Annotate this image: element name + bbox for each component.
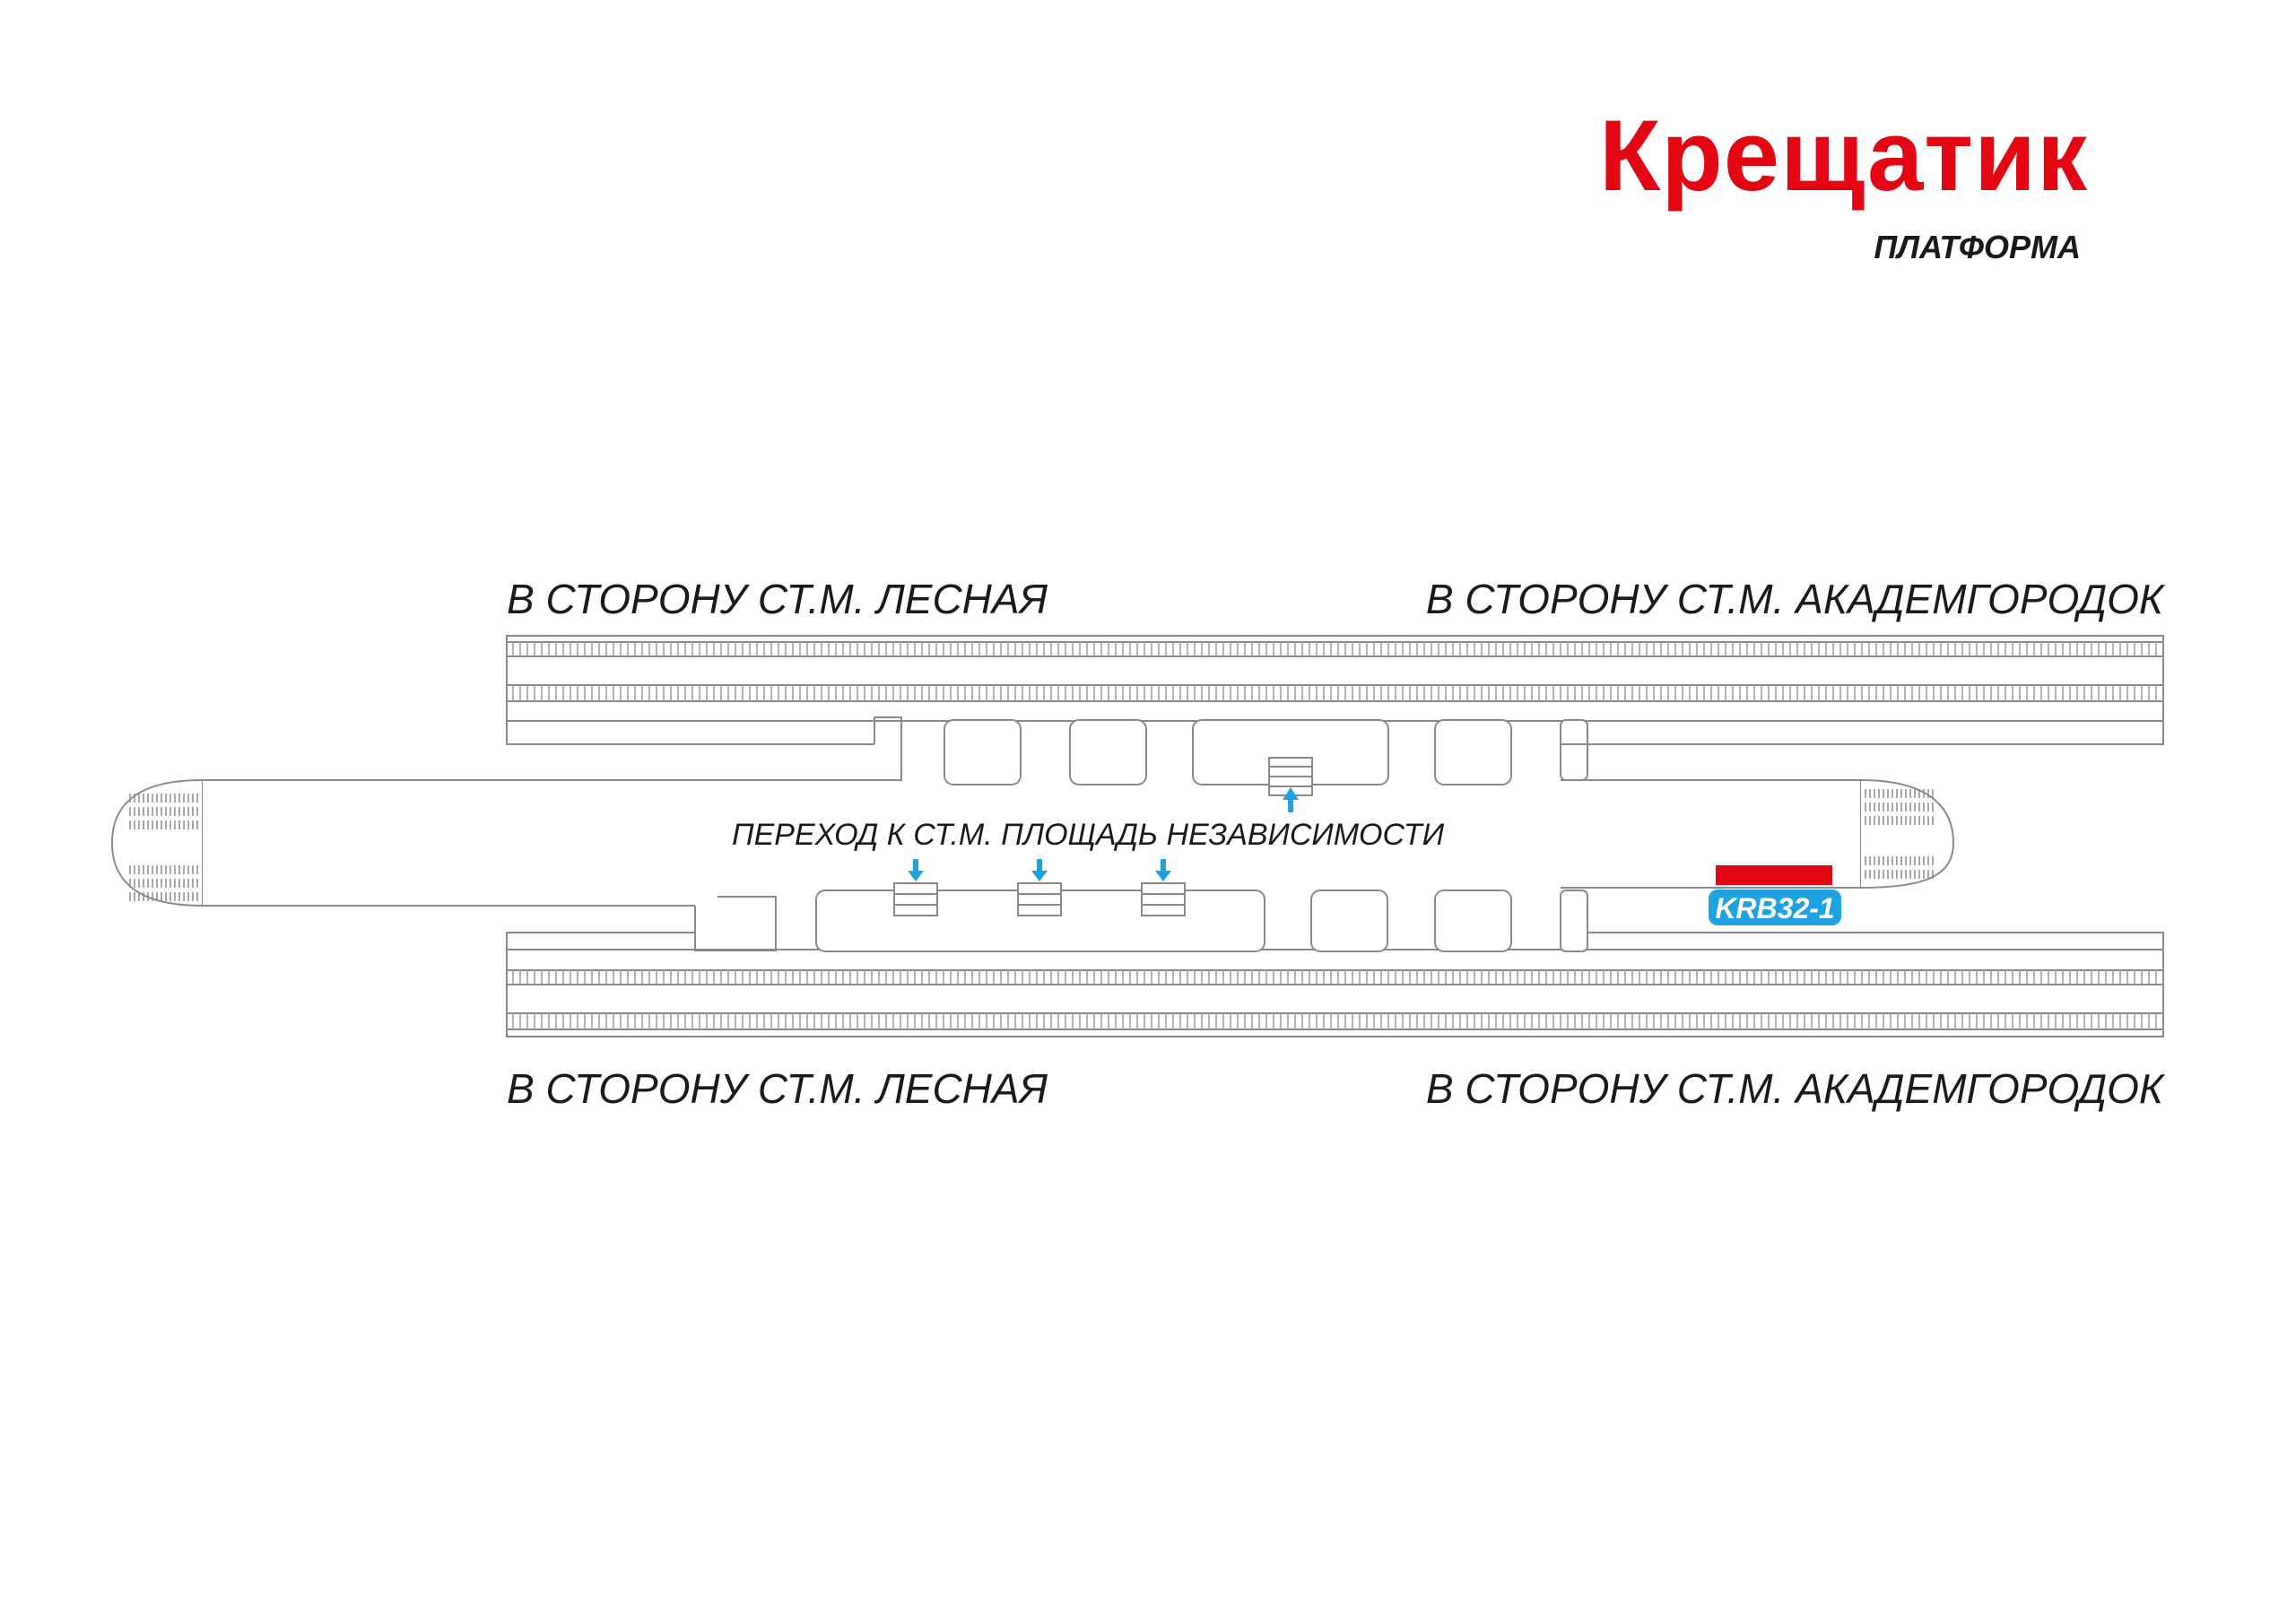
placement-badge[interactable]: KRB32-1 [1709,890,1841,925]
right-escalator [1860,779,1955,889]
transfer-label: ПЕРЕХОД К СТ.М. ПЛОЩАДЬ НЕЗАВИСИМОСТИ [732,818,1445,852]
arrow-up-icon [1283,787,1299,812]
direction-top-right: В СТОРОНУ СТ.М. АКАДЕМГОРОДОК [1426,576,2166,622]
track-top [506,635,2164,722]
placement-marker[interactable] [1716,865,1832,885]
stairs-icon [1017,882,1062,916]
direction-bottom-left: В СТОРОНУ СТ.М. ЛЕСНАЯ [507,1065,1048,1112]
track-bottom [506,949,2164,1037]
direction-top-left: В СТОРОНУ СТ.М. ЛЕСНАЯ [507,576,1048,622]
arrow-down-icon [1155,859,1171,881]
central-hall [201,779,1862,907]
left-escalator [110,779,203,907]
stairs-icon [1141,882,1186,916]
station-title: Крещатик [1599,100,2088,212]
stairs-icon [893,882,938,916]
arrow-down-icon [908,859,924,881]
arrow-down-icon [1031,859,1048,881]
pylons-top [874,716,1588,785]
placement-code: KRB32-1 [1715,892,1834,924]
direction-bottom-right: В СТОРОНУ СТ.М. АКАДЕМГОРОДОК [1426,1065,2166,1112]
level-label: ПЛАТФОРМА [1874,229,2081,265]
